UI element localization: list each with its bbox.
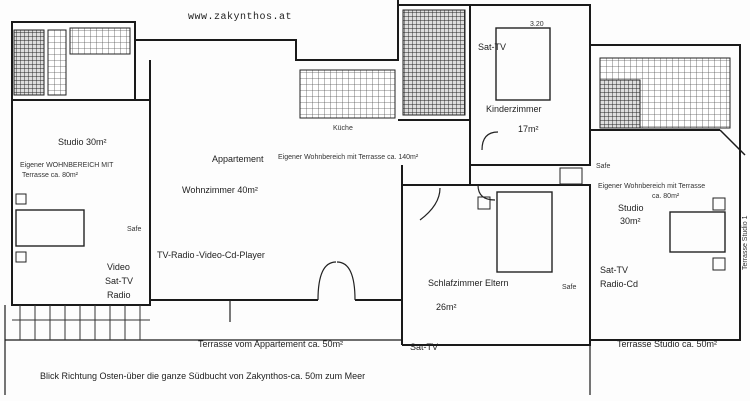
studio-left-area-2: Terrasse ca. 80m² [22, 172, 79, 179]
studio-right-label: Studio [618, 203, 644, 213]
studio-left-sattv: Sat-TV [105, 276, 134, 286]
terrasse-appartement-label: Terrasse vom Appartement ca. 50m² [198, 339, 344, 349]
terrasse-studio-label: Terrasse Studio ca. 50m² [617, 339, 718, 349]
kinder-sattv: Sat-TV [478, 42, 507, 52]
website-url: www.zakynthos.at [188, 12, 293, 23]
studio-right-outline [590, 44, 741, 341]
schlafzimmer-sattv: Sat-TV [410, 342, 439, 352]
schlafzimmer-label: Schlafzimmer Eltern [428, 278, 509, 288]
studio-left-room [11, 99, 151, 306]
studio-left-video: Video [107, 262, 130, 272]
view-note: Blick Richtung Osten-über die ganze Südb… [40, 371, 366, 381]
schlafzimmer-size: 26m² [436, 302, 457, 312]
studio-right-size: 30m² [620, 216, 641, 226]
studio-right-sattv: Sat-TV [600, 265, 629, 275]
beds [15, 27, 726, 273]
wohnzimmer-label: Wohnzimmer 40m² [182, 185, 258, 195]
kinderzimmer-label: Kinderzimmer [486, 104, 542, 114]
schlafzimmer-safe: Safe [562, 284, 577, 291]
video-cd-label: -Video-Cd-Player [196, 250, 265, 260]
tv-radio-label: TV-Radio [157, 250, 195, 260]
appartement-top-wall [135, 0, 399, 61]
studio-left-area-1: Eigener WOHNBEREICH MIT [20, 162, 114, 169]
kinderzimmer-size: 17m² [518, 124, 539, 134]
studio-left-label: Studio 30m² [58, 137, 107, 147]
studio-right-area-2: ca. 80m² [652, 193, 680, 200]
studio-left-safe: Safe [127, 226, 142, 233]
studio-right-radio: Radio-Cd [600, 279, 639, 289]
studio-right-area-1: Eigener Wohnbereich mit Terrasse [598, 183, 706, 190]
kinder-outline [398, 4, 591, 166]
terrasse-studio1-label: Terrasse Studio 1 [742, 215, 749, 270]
kinder-dimension: 3.20 [530, 21, 544, 28]
kueche-label: Küche [333, 125, 353, 132]
schlaf-outline [402, 184, 591, 346]
studio-right-safe: Safe [596, 163, 611, 170]
appartement-area: Eigener Wohnbereich mit Terrasse ca. 140… [278, 154, 419, 161]
studio-left-radio: Radio [107, 290, 131, 300]
doors [229, 131, 499, 322]
appartement-label: Appartement [212, 154, 264, 164]
